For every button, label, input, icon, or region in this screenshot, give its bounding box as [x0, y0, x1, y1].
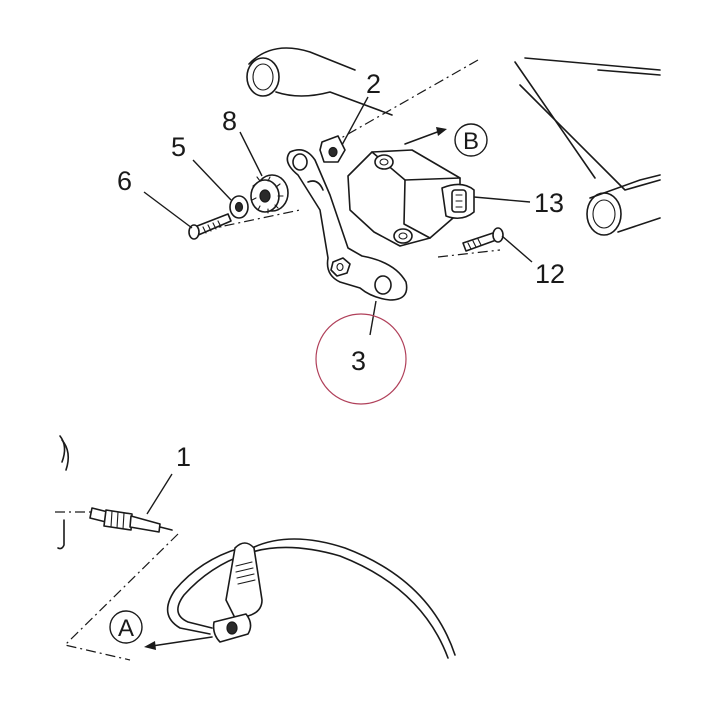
ref-b-arrow — [404, 130, 441, 145]
frame-tube-right — [514, 57, 661, 236]
callout-13: 13 — [534, 188, 564, 218]
callout-5: 5 — [171, 132, 186, 162]
leader-12 — [501, 235, 533, 263]
leader-2 — [341, 96, 369, 146]
ref-label-a: A — [118, 615, 134, 642]
callout-8: 8 — [222, 106, 237, 136]
leader-13 — [473, 196, 531, 203]
ref-circle-b — [454, 123, 488, 157]
leader-8 — [239, 131, 263, 177]
leader-3 — [369, 300, 377, 336]
callout-2: 2 — [366, 69, 381, 99]
leader-6 — [143, 191, 193, 229]
callout-6: 6 — [117, 166, 132, 196]
axis-line-plug-to-cap — [63, 533, 179, 661]
axis-line-bolt — [204, 209, 301, 231]
bolt-6 — [188, 213, 232, 240]
ref-label-b: B — [463, 128, 479, 155]
leader-5 — [192, 159, 232, 201]
washer-5 — [229, 195, 249, 219]
axis-line-mount — [437, 249, 501, 258]
callout-12: 12 — [535, 259, 565, 289]
leader-1 — [146, 473, 173, 515]
ref-circle-a — [109, 610, 143, 644]
frame-tube-left — [246, 47, 393, 116]
linkage-arm-3 — [286, 149, 408, 301]
callout-1: 1 — [176, 442, 191, 472]
ref-b-arrowhead — [436, 127, 447, 136]
sensor-13 — [347, 149, 475, 247]
callout-3: 3 — [351, 346, 366, 376]
ref-a-arrow — [151, 636, 213, 647]
bolt-12 — [462, 227, 504, 252]
ref-a-arrowhead — [144, 641, 156, 650]
bushing-8 — [250, 174, 289, 214]
spark-plug-cap — [212, 542, 263, 643]
spark-plug-1 — [89, 507, 173, 533]
cylinder-head-edge — [57, 435, 70, 550]
spark-plug-lead — [166, 538, 456, 659]
highlight-circle-3 — [315, 313, 407, 405]
axis-line-top — [319, 59, 479, 151]
nut-2 — [319, 135, 346, 163]
